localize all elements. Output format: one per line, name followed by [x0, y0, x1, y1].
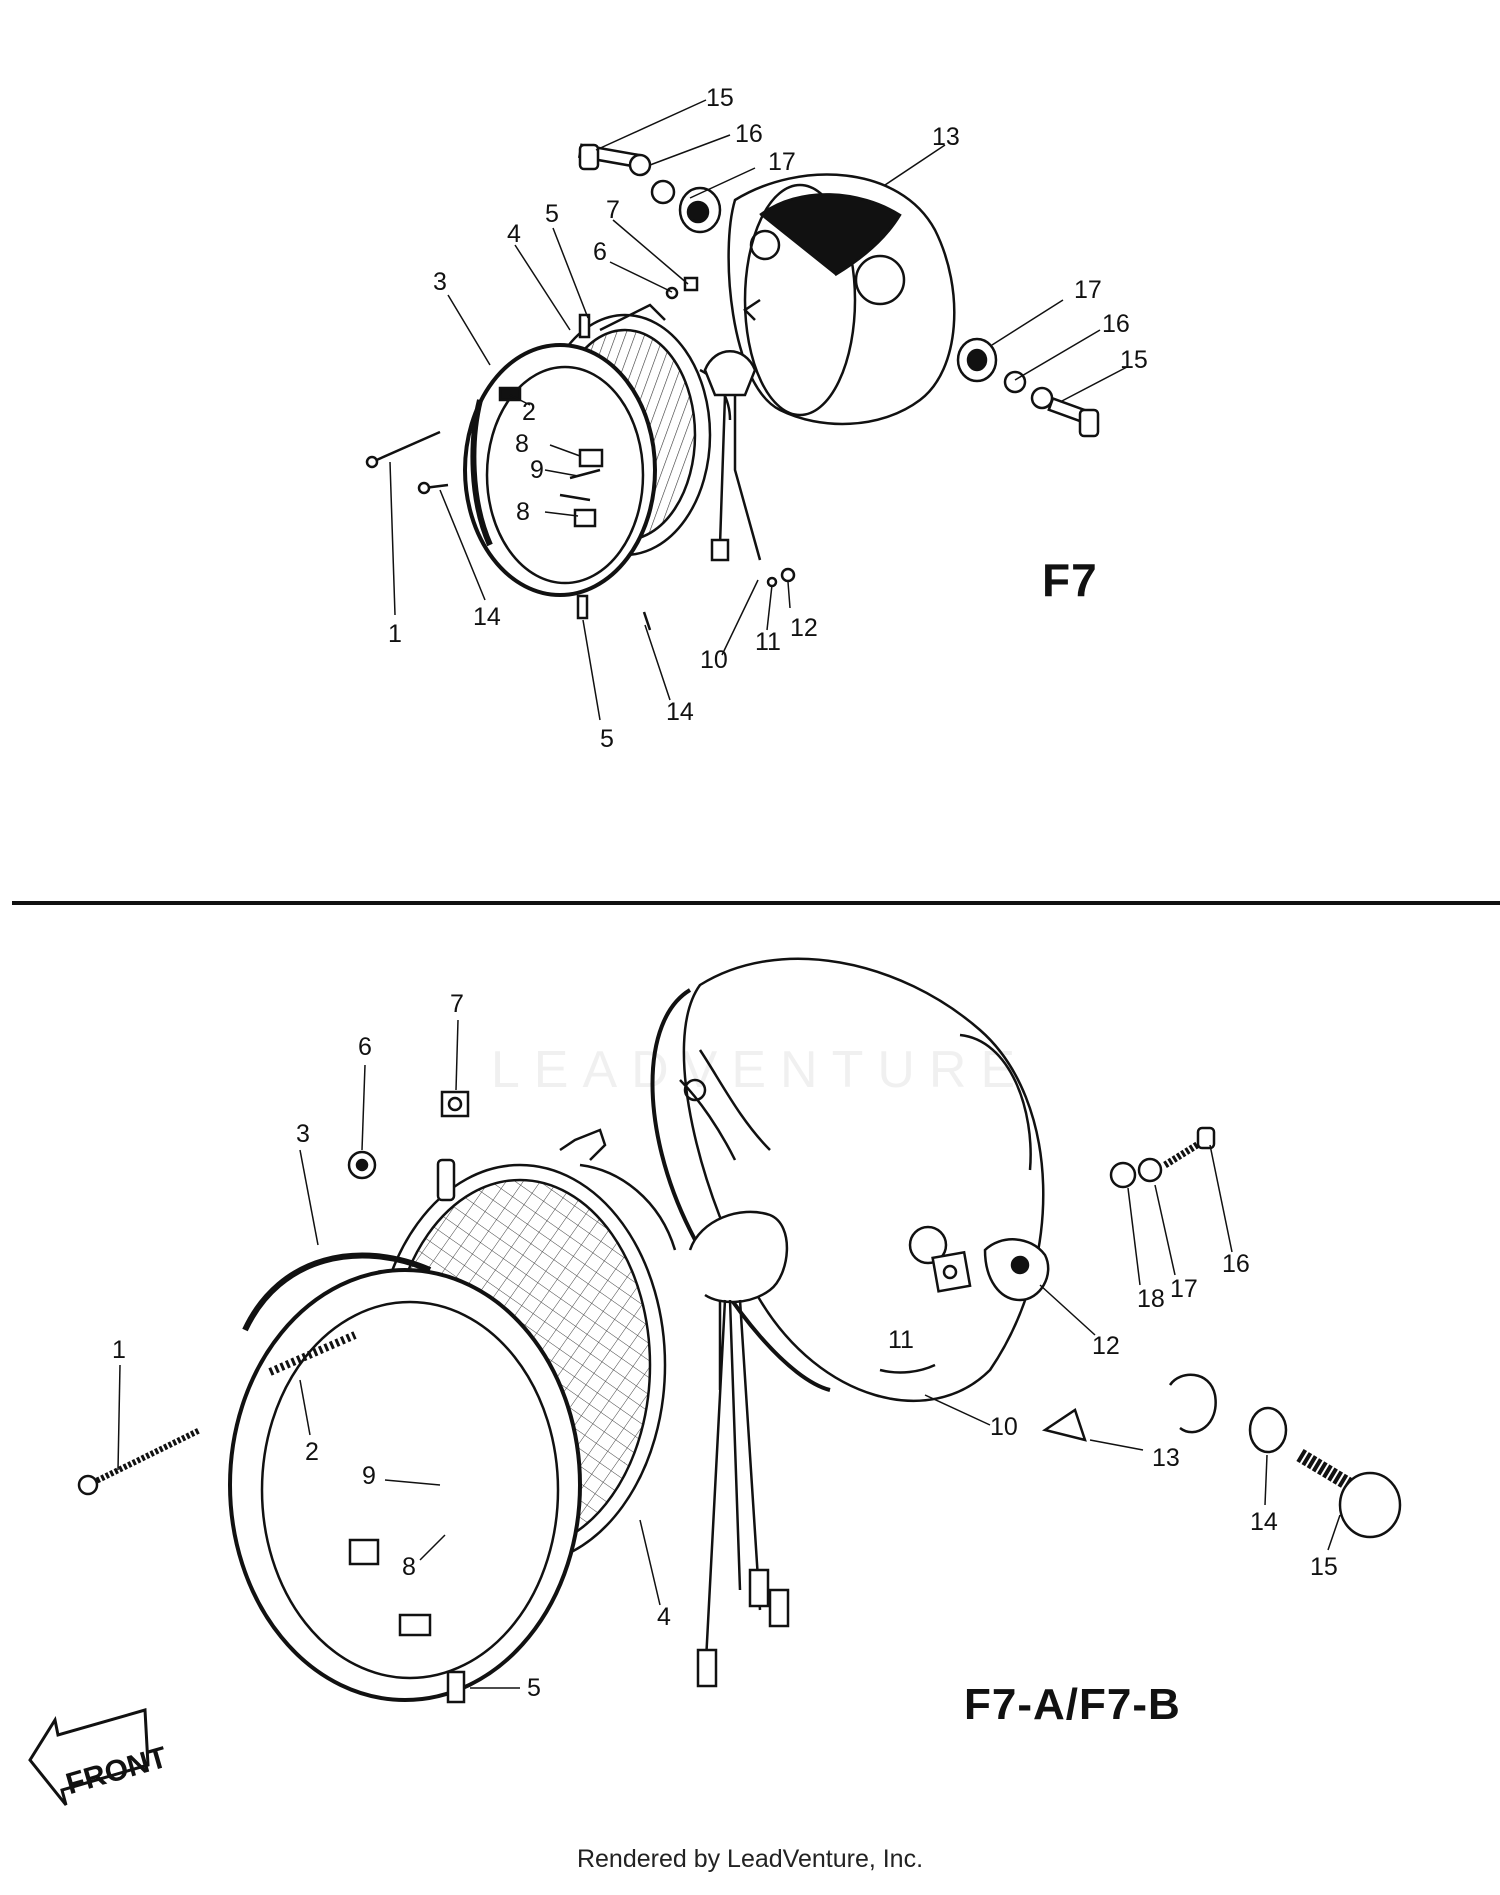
- bottom-callout: 15: [1310, 1553, 1338, 1581]
- top-callout: 9: [530, 456, 544, 484]
- headlight-rim: [228, 1252, 582, 1702]
- bottom-callout: 18: [1137, 1285, 1165, 1313]
- top-callout: 11: [755, 628, 781, 656]
- watermark: LEADVENTURE: [490, 1041, 1030, 1099]
- bottom-leader-lines: [117, 1019, 1341, 1689]
- bottom-callout: 17: [1170, 1275, 1198, 1303]
- adjusting-screw: [77, 1427, 202, 1496]
- top-callout: 15: [706, 84, 734, 112]
- bottom-callout: 3: [296, 1120, 310, 1148]
- bottom-callout: 5: [527, 1674, 541, 1702]
- mount-bolt-lower-right: [1041, 1373, 1402, 1539]
- bottom-callout: 6: [358, 1033, 372, 1061]
- bottom-callout: 14: [1250, 1508, 1278, 1536]
- top-callout: 17: [768, 148, 796, 176]
- top-callout: 2: [522, 398, 536, 426]
- bottom-callout: 4: [657, 1603, 671, 1631]
- top-callout: 7: [606, 196, 620, 224]
- top-callout: 4: [507, 220, 521, 248]
- top-callout: 16: [1102, 310, 1130, 338]
- headlight-rim: [463, 343, 657, 597]
- bottom-callout: 9: [362, 1462, 376, 1490]
- mount-bolt-left: [577, 143, 722, 234]
- mount-bolt-right: [956, 337, 1100, 438]
- bottom-callout: 16: [1222, 1250, 1250, 1278]
- bottom-callout: 8: [402, 1553, 416, 1581]
- bottom-callout-numbers: 7 6 3 1 2 9 8 4 5 10 11 12 18 17 16 13 1…: [112, 990, 1338, 1702]
- socket-and-wires: [703, 350, 762, 562]
- top-callout: 5: [600, 725, 614, 753]
- bottom-callout: 2: [305, 1438, 319, 1466]
- bottom-callout: 1: [112, 1336, 126, 1364]
- top-callout: 1: [388, 620, 402, 648]
- top-callout: 5: [545, 200, 559, 228]
- model-label-f7: F7: [1042, 554, 1098, 606]
- top-callout: 14: [666, 698, 694, 726]
- mount-bolt-upper-right: [1109, 1126, 1216, 1189]
- headlight-shell: [727, 173, 956, 426]
- square-nut: [440, 1090, 470, 1118]
- top-callout: 12: [790, 614, 818, 642]
- headlight-shell: [650, 957, 1050, 1402]
- bottom-callout: 12: [1092, 1332, 1120, 1360]
- top-callout: 15: [1120, 346, 1148, 374]
- bulb-socket: [688, 1210, 790, 1688]
- top-callout-numbers: 15 16 17 13 5 4 7 6 3 17 16 15 2 8 9 8 1…: [388, 84, 1148, 753]
- bottom-callout: 7: [450, 990, 464, 1018]
- top-callout: 13: [932, 123, 960, 151]
- small-screws: [365, 276, 796, 631]
- bottom-callout: 13: [1152, 1444, 1180, 1472]
- f7-exploded-view: [365, 99, 1128, 721]
- top-callout: 8: [516, 498, 530, 526]
- top-callout: 14: [473, 603, 501, 631]
- bottom-callout: 11: [888, 1326, 914, 1354]
- render-credit: Rendered by LeadVenture, Inc.: [576, 1845, 924, 1873]
- top-callout: 16: [735, 120, 763, 148]
- mount-screw: [446, 1670, 466, 1704]
- top-callout: 8: [515, 430, 529, 458]
- top-leader-lines: [389, 99, 1128, 721]
- front-arrow-icon: FRONT: [28, 1708, 171, 1806]
- top-callout: 17: [1074, 276, 1102, 304]
- top-callout: 3: [433, 268, 447, 296]
- bottom-callout: 10: [990, 1413, 1018, 1441]
- top-callout: 10: [700, 646, 728, 674]
- model-label-f7a-f7b: F7-A/F7-B: [964, 1680, 1181, 1729]
- top-callout: 6: [593, 238, 607, 266]
- f7a-f7b-exploded-view: FRONT: [28, 957, 1402, 1806]
